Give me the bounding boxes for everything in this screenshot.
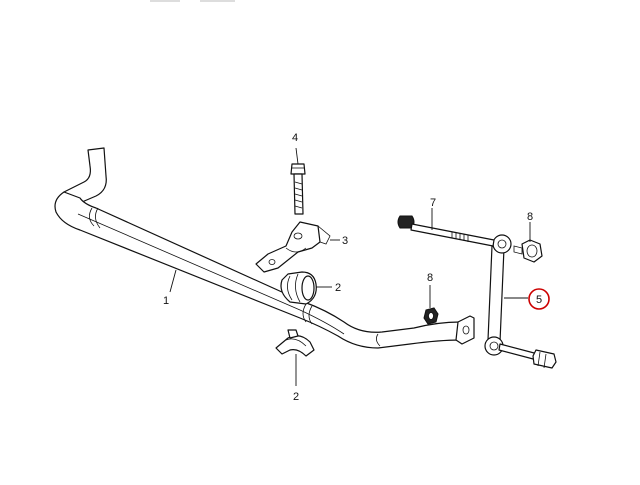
nut-upper: [513, 239, 543, 263]
nut-middle: [423, 307, 439, 325]
link-bolt: [397, 215, 495, 247]
bracket: [255, 221, 331, 273]
callout-1: 1: [163, 295, 169, 307]
callout-4: 4: [292, 132, 298, 144]
callout-2-lower: 2: [293, 391, 299, 403]
callout-8-upper: 8: [527, 211, 533, 223]
drop-link: [484, 234, 557, 369]
bracket-bolt: [290, 163, 306, 215]
leader-bar: [169, 269, 177, 293]
callout-5: 5: [536, 294, 542, 306]
highlight-ring: [528, 288, 550, 310]
bushing-lower: [275, 329, 315, 357]
leader-bracket-bolt: [295, 147, 299, 165]
callout-labels: 1 4 3 2 2 7 8 8 5: [163, 132, 550, 403]
callout-7: 7: [430, 197, 436, 209]
callout-2-upper: 2: [335, 282, 341, 294]
stabilizer-bar: [54, 147, 475, 349]
leader-lines: [169, 147, 531, 386]
bushing-upper: [280, 271, 317, 305]
callout-8-middle: 8: [427, 272, 433, 284]
callout-3: 3: [342, 235, 348, 247]
